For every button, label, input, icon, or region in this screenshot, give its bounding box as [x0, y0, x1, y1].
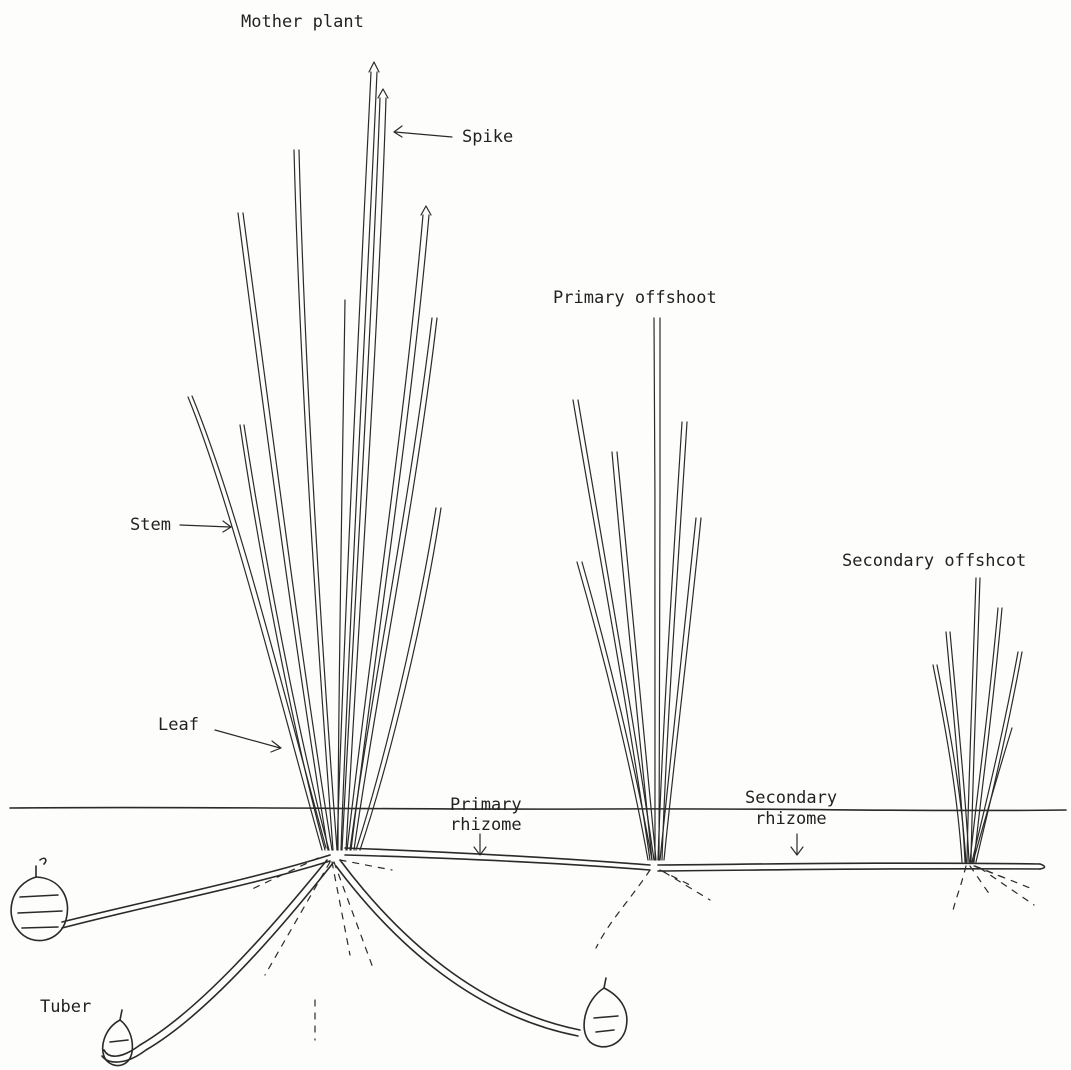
primary-offshoot-shoots	[573, 318, 701, 860]
spike-pointer	[394, 126, 452, 137]
label-tuber: Tuber	[40, 997, 91, 1017]
label-mother-plant: Mother plant	[241, 12, 364, 32]
mother-plant-shoots	[188, 62, 441, 850]
leaf-pointer	[215, 730, 281, 752]
secondary-rhizome	[658, 863, 1045, 871]
primary-rhizome-pointer	[474, 834, 486, 855]
stem-pointer	[180, 521, 231, 532]
label-spike: Spike	[462, 127, 513, 147]
label-primary-rhizome-line1: Primary	[450, 795, 522, 815]
mother-fibrous-roots	[250, 858, 392, 1040]
secondary-offshoot-shoots	[933, 578, 1022, 862]
bottom-left-tuber	[103, 1010, 133, 1066]
label-primary-offshoot: Primary offshoot	[553, 288, 717, 308]
mother-roots	[62, 855, 580, 1062]
label-primary-rhizome-line2: rhizome	[450, 815, 522, 835]
ground-line	[10, 807, 1066, 810]
secondary-rhizome-pointer	[791, 834, 803, 855]
primary-rhizome	[345, 848, 650, 870]
offshoot-roots	[596, 866, 1034, 948]
right-tuber	[584, 978, 627, 1047]
left-tuber	[11, 858, 67, 940]
label-secondary-rhizome-line1: Secondary	[745, 788, 837, 808]
label-leaf: Leaf	[158, 715, 199, 735]
label-secondary-offshoot: Secondary offshcot	[842, 551, 1026, 571]
label-stem: Stem	[130, 515, 171, 535]
label-secondary-rhizome-line2: rhizome	[755, 809, 827, 829]
